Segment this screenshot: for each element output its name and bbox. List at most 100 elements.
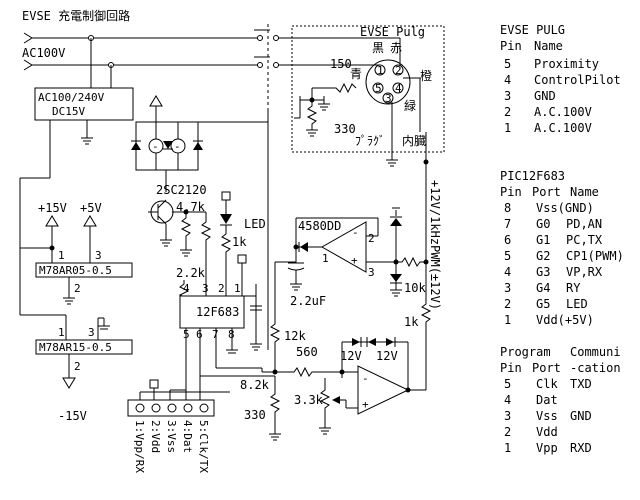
mcu-pin-7: 7 xyxy=(212,328,219,341)
plug-color-black: 黒 xyxy=(372,41,384,55)
r12k-label: 12k xyxy=(284,329,306,343)
diode-bridge: - - xyxy=(131,95,268,192)
table-row: A.C.100V xyxy=(534,121,592,135)
r22k-label: 2.2k xyxy=(176,266,206,280)
table-row: G2 xyxy=(536,249,550,263)
table-row: PC,TX xyxy=(566,233,603,247)
table-row: RXD xyxy=(570,441,592,455)
programming-header: 1:Vpp/RX 2:Vdd 3:Vss 4:Dat 5:Clk/TX xyxy=(127,376,230,473)
ac-input-label: AC100V xyxy=(22,46,65,60)
prog-table-head-comm: -cation xyxy=(570,361,621,375)
table-row: Proximity xyxy=(534,57,599,71)
r330-bottom-label: 330 xyxy=(244,408,266,422)
led: LED 1k xyxy=(220,191,266,270)
table-row: A.C.100V xyxy=(534,105,592,119)
mcu-pin-3: 3 xyxy=(202,282,209,295)
table-row: 3 xyxy=(504,89,511,103)
mcu-pin-6: 6 xyxy=(196,328,203,341)
table-row: 6 xyxy=(504,233,511,247)
psu-label-1: AC100/240V xyxy=(38,91,105,104)
table-row: Vdd(+5V) xyxy=(536,313,594,327)
reg5-pin3: 3 xyxy=(95,249,102,262)
mcu-pin-2: 2 xyxy=(218,282,225,295)
plug-table-title: EVSE PULG xyxy=(500,23,565,37)
pic-table-head-pin: Pin xyxy=(500,185,522,199)
reg15-pin1: 1 xyxy=(58,326,65,339)
plug-pin-5: 5 xyxy=(375,82,382,95)
plug-internal-label: 内臓 xyxy=(402,134,426,148)
opamp-pin-3: 3 xyxy=(368,266,375,279)
pic-table-head-name: Name xyxy=(570,185,599,199)
table-row: GND xyxy=(534,89,556,103)
pic-pin-table: PIC12F683 Pin Port Name 8 Vss(GND) 7 G0 … xyxy=(500,169,624,327)
table-row: 3 xyxy=(504,409,511,423)
mcu-12f683: 2.2k 12F683 5 6 7 8 4 3 2 1 xyxy=(176,254,262,376)
table-row: LED xyxy=(566,297,588,311)
evse-plug-box: EVSE Pulg 黒 赤 青 橙 緑 150 1 2 5 4 3 xyxy=(291,25,445,170)
r10k-label: 10k xyxy=(404,281,426,295)
table-row: G4 xyxy=(536,281,550,295)
prog-table-head-port: Port xyxy=(532,361,561,375)
table-row: 8 xyxy=(504,201,511,215)
plug-table-head-name: Name xyxy=(534,39,563,53)
program-comm-table: Program Communi Pin Port -cation 5 Clk T… xyxy=(500,345,621,455)
plug-color-red: 赤 xyxy=(390,41,402,55)
prog-table-title-1: Program xyxy=(500,345,551,359)
plug-box-title: EVSE Pulg xyxy=(360,25,425,39)
mcu-pin-5: 5 xyxy=(183,328,190,341)
plus5v-label: +5V xyxy=(80,201,102,215)
plug-color-orange: 橙 xyxy=(420,68,432,83)
opamp-pin-2: 2 xyxy=(368,232,375,245)
table-row: ControlPilot xyxy=(534,73,621,87)
plug-r150-label: 150 xyxy=(330,57,352,71)
reg15-pin3: 3 xyxy=(88,326,95,339)
power-supply-module: AC100/240V DC15V xyxy=(19,38,134,340)
pic-table-head-port: Port xyxy=(532,185,561,199)
table-row: 1 xyxy=(504,313,511,327)
transistor-2sc2120: 2SC2120 4.7k xyxy=(148,183,212,260)
minus15v-label: -15V xyxy=(58,409,87,423)
header-pin-4-label: 4:Dat xyxy=(181,420,194,453)
table-row: G3 xyxy=(536,265,550,279)
plug-pin-3: 3 xyxy=(385,92,392,105)
opamp-top-minus: - xyxy=(352,226,359,239)
opamp-bottom: - + 12V 12V 560 8.2k 330 3.3k xyxy=(170,337,427,441)
zener-12v-a-label: 12V xyxy=(340,349,362,363)
header-pin-3-label: 3:Vss xyxy=(165,420,178,453)
transistor-label: 2SC2120 xyxy=(156,183,207,197)
led-label: LED xyxy=(244,217,266,231)
cap-label: 2.2uF xyxy=(290,294,326,308)
header-pin-1-label: 1:Vpp/RX xyxy=(133,420,146,473)
prog-table-head-pin: Pin xyxy=(500,361,522,375)
table-row: G5 xyxy=(536,297,550,311)
plug-pin-1: 1 xyxy=(377,64,384,77)
header-pin-2-label: 2:Vdd xyxy=(149,420,162,453)
plus15v-label: +15V xyxy=(38,201,67,215)
table-row: 4 xyxy=(504,265,511,279)
reg5-label: M78AR05-0.5 xyxy=(39,264,112,277)
table-row: 1 xyxy=(504,121,511,135)
table-row: GND xyxy=(570,409,592,423)
table-row: 7 xyxy=(504,217,511,231)
plug-color-green: 緑 xyxy=(404,98,416,113)
table-row: Clk xyxy=(536,377,558,391)
pwm-label: +12V/1kHzPWM(±12V) xyxy=(428,180,442,310)
table-row: 2 xyxy=(504,297,511,311)
r82k-label: 8.2k xyxy=(240,378,270,392)
reg15-label: M78AR15-0.5 xyxy=(39,341,112,354)
table-row: CP1(PWM) xyxy=(566,249,624,263)
plug-label: ﾌﾟﾗｸﾞ xyxy=(355,134,385,148)
r1k-right-label: 1k xyxy=(404,315,419,329)
plug-table-head-pin: Pin xyxy=(500,39,522,53)
table-row: Dat xyxy=(536,393,558,407)
table-row: 3 xyxy=(504,281,511,295)
plug-pin-table: EVSE PULG Pin Name 5 Proximity 4 Control… xyxy=(500,23,621,135)
mcu-pin-1: 1 xyxy=(234,282,241,295)
relay-contacts xyxy=(254,24,400,350)
table-row: Vss xyxy=(536,409,558,423)
header-pin-5-label: 5:Clk/TX xyxy=(197,420,210,473)
table-row: G1 xyxy=(536,233,550,247)
opamp-4580dd: 4580DD - + 1 2 3 2.2uF 12k xyxy=(269,170,442,386)
regulator-15v: M78AR15-0.5 1 3 2 -15V xyxy=(35,317,133,423)
